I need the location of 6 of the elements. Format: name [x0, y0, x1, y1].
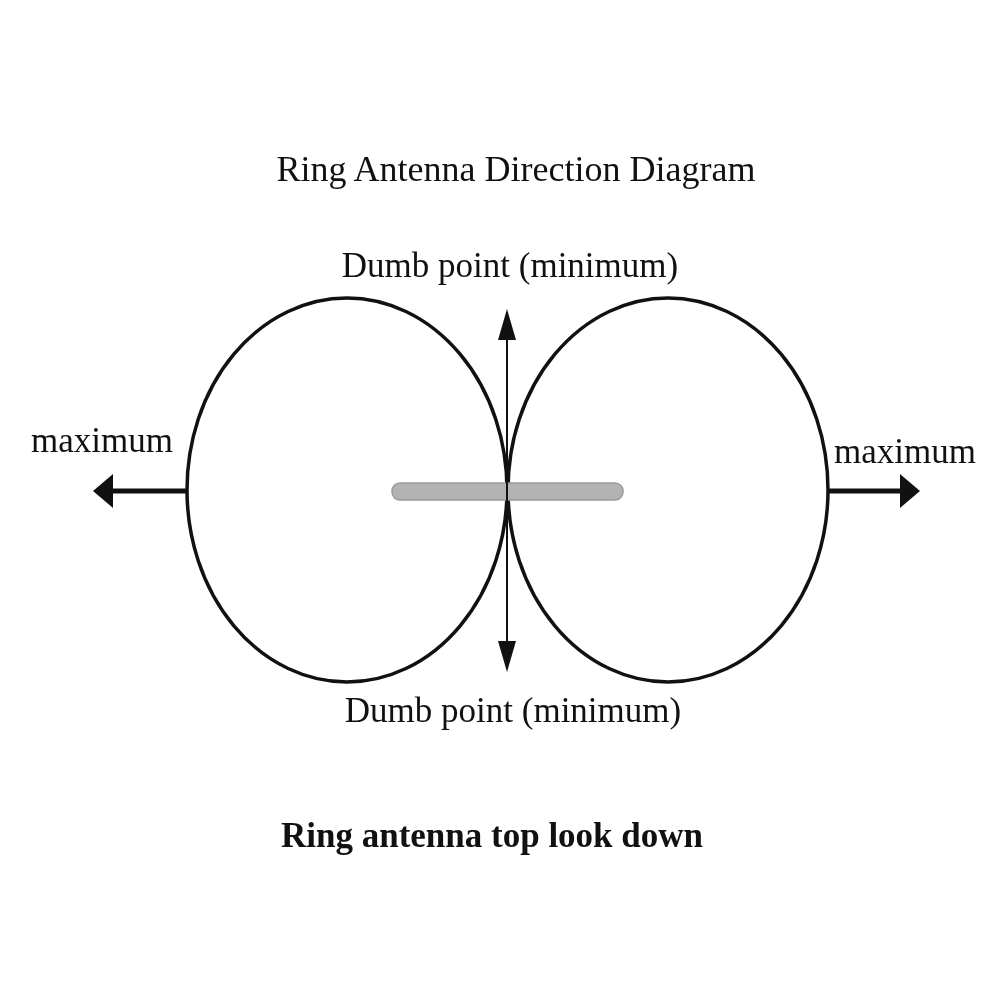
direction-label: Dumb point (minimum): [341, 246, 679, 286]
direction-label: maximum: [31, 421, 173, 461]
direction-label: maximum: [834, 432, 976, 472]
diagram-title: Ring Antenna Direction Diagram: [276, 150, 756, 190]
diagram-caption: Ring antenna top look down: [280, 816, 704, 856]
direction-label: Dumb point (minimum): [344, 691, 682, 731]
